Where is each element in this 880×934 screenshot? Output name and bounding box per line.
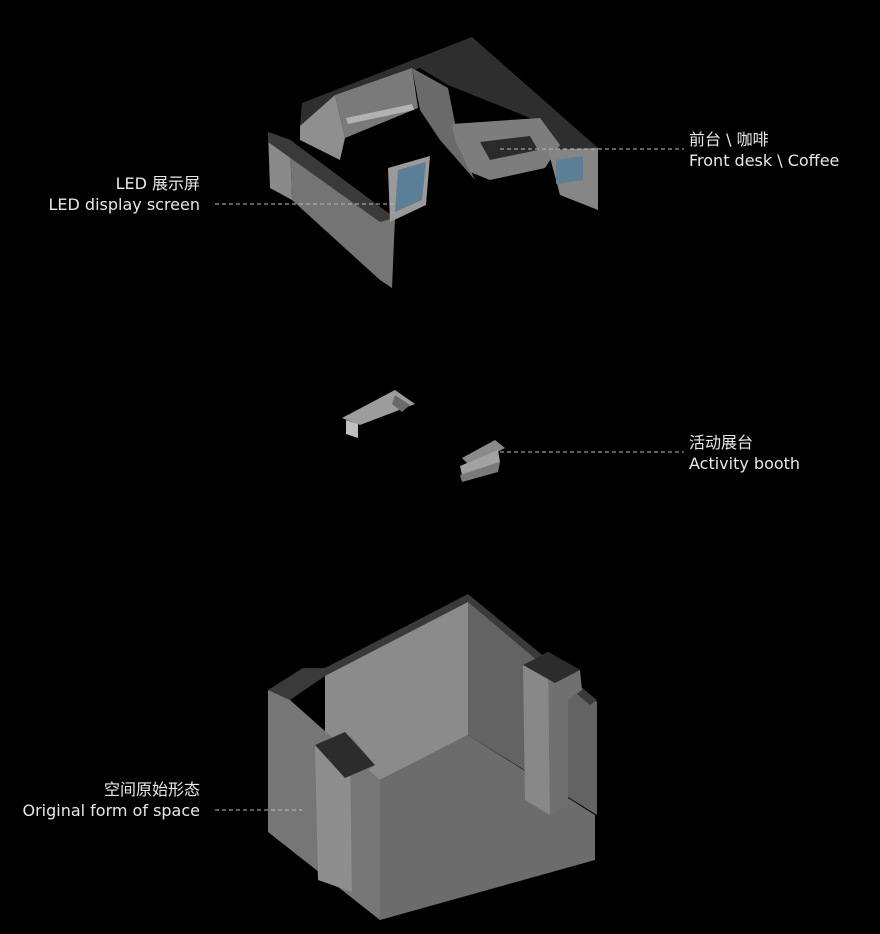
- front-wall: [290, 140, 395, 288]
- booth-layer: [342, 390, 505, 482]
- front-desk-label-zh: 前台 \ 咖啡: [689, 130, 769, 149]
- leader-lines: [215, 148, 684, 811]
- booth-top: [462, 440, 505, 466]
- activity-booth-label-en: Activity booth: [689, 454, 801, 473]
- front-desk-hole: [480, 136, 538, 160]
- inner-wall-right: [412, 68, 475, 180]
- front-wall-top: [268, 132, 395, 222]
- led-screen-label-en: LED display screen: [48, 195, 200, 214]
- table-leg-left: [346, 420, 358, 438]
- table-leg-right: [392, 395, 410, 412]
- led-screen: [395, 162, 426, 212]
- shell-rim: [268, 594, 597, 705]
- top-slab: [300, 37, 598, 150]
- back-shelf: [346, 104, 414, 124]
- original-space-label-zh: 空间原始形态: [103, 780, 200, 799]
- right-column-side: [548, 652, 582, 815]
- original-space-label: 空间原始形态 Original form of space: [22, 779, 200, 821]
- front-desk-label-en: Front desk \ Coffee: [689, 151, 840, 170]
- right-column-front: [523, 652, 550, 815]
- right-column-top: [523, 652, 580, 683]
- front-desk-label: 前台 \ 咖啡 Front desk \ Coffee: [689, 129, 839, 171]
- booth-bottom: [460, 462, 500, 482]
- led-screen-label: LED 展示屏 LED display screen: [48, 173, 200, 215]
- led-screen-label-zh: LED 展示屏: [115, 174, 200, 193]
- activity-booth-label-zh: 活动展台: [689, 433, 754, 452]
- left-column-side: [350, 735, 375, 898]
- shell-back-wall-left: [325, 598, 468, 780]
- coffee-screen: [556, 156, 583, 184]
- shell-layer: [268, 594, 597, 920]
- original-space-label-en: Original form of space: [22, 801, 200, 820]
- back-wall-left: [300, 95, 345, 160]
- interior-layer: [268, 37, 598, 288]
- booth-mid: [460, 450, 500, 475]
- activity-booth-label: 活动展台 Activity booth: [689, 432, 800, 474]
- left-column-top: [315, 732, 375, 778]
